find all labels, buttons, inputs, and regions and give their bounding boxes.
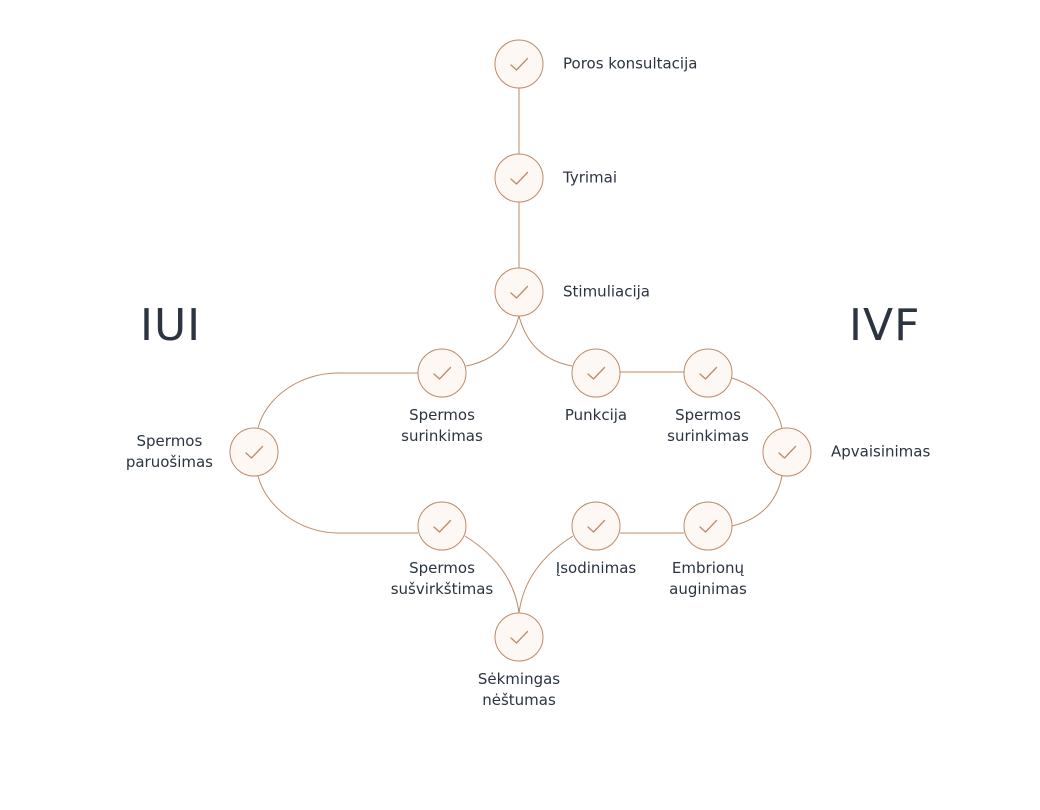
step-label-iui-spermos-surinkimas: Spermos surinkimas <box>401 405 483 447</box>
edge-iui-prep-inject <box>257 475 418 534</box>
edge-iui-collect-prep <box>257 372 418 429</box>
step-label-line: surinkimas <box>667 427 749 445</box>
step-label-stimuliacija: Stimuliacija <box>563 282 650 303</box>
step-label-tyrimai: Tyrimai <box>563 168 617 189</box>
edge-iui-inject-pregnancy <box>464 535 520 614</box>
step-node-circle <box>494 153 544 203</box>
branch-label-iui: IUI <box>140 300 202 351</box>
step-node-circle <box>229 427 279 477</box>
step-node-isodinimas <box>571 501 621 551</box>
step-label-line: sušvirkštimas <box>390 580 494 598</box>
edge-implant-pregnancy <box>518 535 574 614</box>
check-icon <box>699 366 718 380</box>
step-node-embrionu-auginimas <box>683 501 733 551</box>
step-label-line: Spermos <box>409 406 475 424</box>
step-node-tyrimai <box>494 153 544 203</box>
step-label-line: Sėkmingas <box>477 670 561 688</box>
step-node-ivf-spermos-surinkimas <box>683 348 733 398</box>
step-label-ivf-spermos-surinkimas: Spermos surinkimas <box>667 405 749 447</box>
step-label-line: paruošimas <box>125 453 213 471</box>
edge-stim-punkcija <box>518 315 573 367</box>
step-label-line: Spermos <box>675 406 741 424</box>
step-node-punkcija <box>571 348 621 398</box>
edge-fert-embryo <box>731 475 783 527</box>
step-label-line: Įsodinimas <box>555 559 637 577</box>
step-label-line: Punkcija <box>564 406 628 424</box>
check-icon <box>510 630 529 644</box>
step-label-sekmingas-nestumas: Sėkmingas nėštumas <box>478 669 560 711</box>
step-node-circle <box>494 267 544 317</box>
step-label-line: surinkimas <box>401 427 483 445</box>
step-node-circle <box>417 501 467 551</box>
step-label-punkcija: Punkcija <box>565 405 627 426</box>
check-icon <box>433 519 452 533</box>
edge-ivf-collect-fert <box>731 377 783 429</box>
step-label-line: auginimas <box>669 580 747 598</box>
step-label-line: Spermos <box>136 432 203 450</box>
step-node-iui-spermos-surinkimas <box>417 348 467 398</box>
check-icon <box>587 366 606 380</box>
step-label-line: Spermos <box>409 559 475 577</box>
step-label-iui-spermos-susvirkstimas: Spermos sušvirkštimas <box>391 558 494 600</box>
check-icon <box>587 519 606 533</box>
check-icon <box>510 57 529 71</box>
branch-label-ivf: IVF <box>849 300 921 351</box>
check-icon <box>245 445 264 459</box>
check-icon <box>433 366 452 380</box>
step-node-stimuliacija <box>494 267 544 317</box>
step-node-circle <box>683 501 733 551</box>
edge-stim-iui-collect <box>465 315 520 367</box>
step-label-embrionu-auginimas: Embrionų auginimas <box>669 558 747 600</box>
check-icon <box>510 171 529 185</box>
check-icon <box>699 519 718 533</box>
step-label-isodinimas: Įsodinimas <box>556 558 636 579</box>
step-node-sekmingas-nestumas <box>494 612 544 662</box>
step-label-line: Embrionų <box>671 559 745 577</box>
step-label-line: Poros konsultacija <box>563 54 698 73</box>
step-node-circle <box>494 39 544 89</box>
step-node-iui-spermos-paruosimas <box>229 427 279 477</box>
step-label-line: nėštumas <box>482 691 556 709</box>
step-label-line: Apvaisinimas <box>831 442 931 461</box>
step-label-iui-spermos-paruosimas: Spermos paruošimas <box>126 431 213 473</box>
check-icon <box>778 445 797 459</box>
step-node-circle <box>571 348 621 398</box>
step-node-circle <box>571 501 621 551</box>
step-label-poros-konsultacija: Poros konsultacija <box>563 54 697 75</box>
step-node-apvaisinimas <box>762 427 812 477</box>
step-node-circle <box>494 612 544 662</box>
step-node-poros-konsultacija <box>494 39 544 89</box>
step-node-iui-spermos-susvirkstimas <box>417 501 467 551</box>
step-node-circle <box>683 348 733 398</box>
step-label-apvaisinimas: Apvaisinimas <box>831 442 930 463</box>
step-node-circle <box>417 348 467 398</box>
step-node-circle <box>762 427 812 477</box>
step-label-line: Stimuliacija <box>563 282 650 301</box>
check-icon <box>510 285 529 299</box>
step-label-line: Tyrimai <box>563 168 618 187</box>
